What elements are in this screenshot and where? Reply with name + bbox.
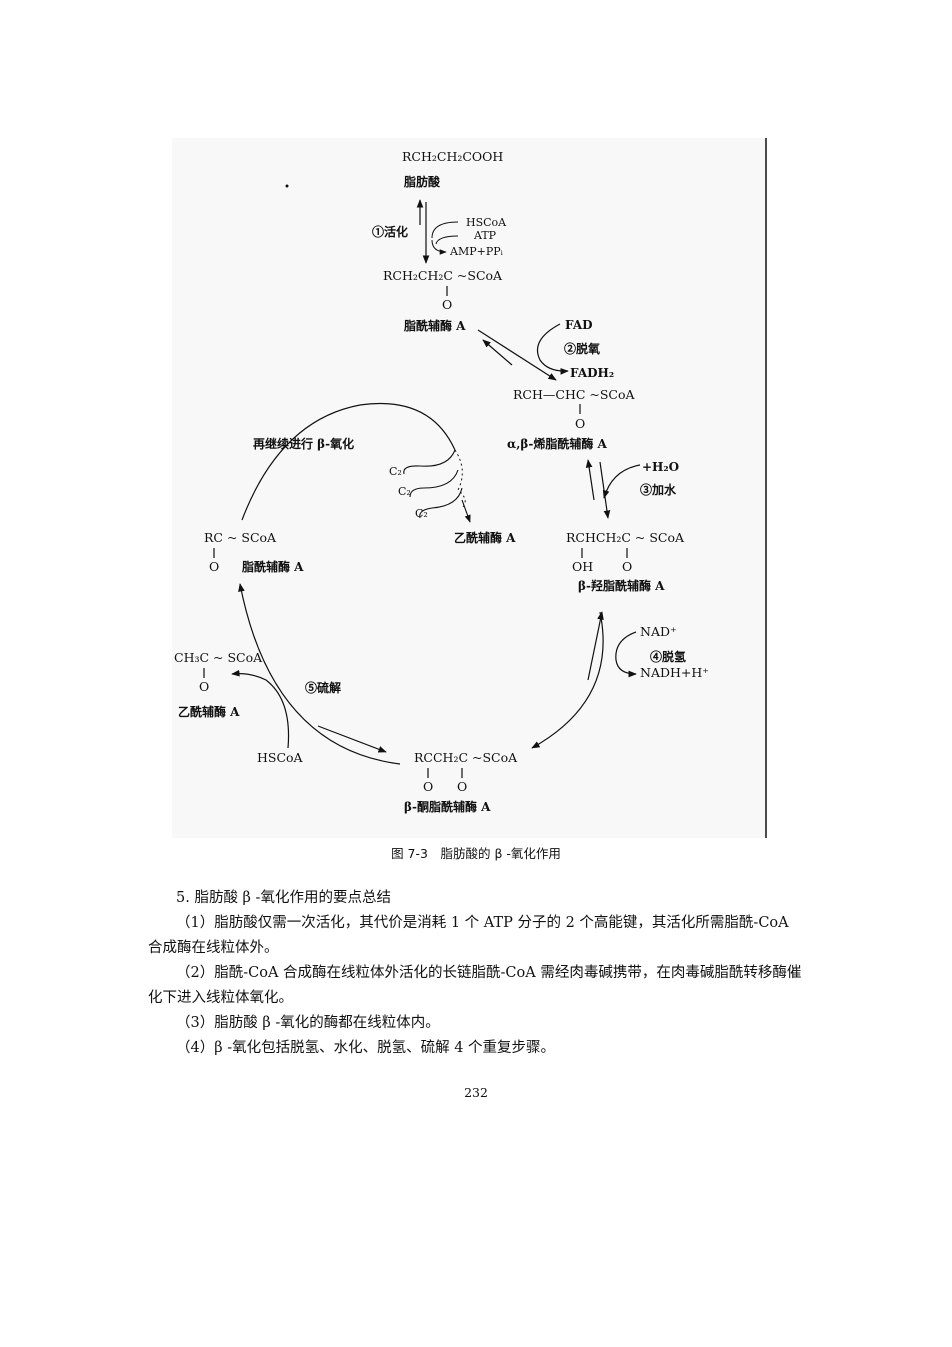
- acyl-coa-formula: RCH₂CH₂C ~SCoA: [383, 268, 503, 283]
- c2-label-2: C₂: [398, 485, 411, 498]
- spiral-loop-3: [419, 487, 463, 519]
- nadh-label: NADH+H⁺: [640, 665, 709, 680]
- spiral-loop-2: [409, 469, 459, 498]
- keto-coa-name: β-酮脂酰辅酶 A: [404, 799, 491, 814]
- acetyl-coa-formula: CH₃C ~ SCoA: [174, 650, 263, 665]
- hscoa-thiolysis-curve: [231, 669, 290, 749]
- acetyl-carbonyl-o: O: [199, 679, 209, 694]
- step5-label: ⑤硫解: [305, 680, 341, 695]
- step2-reverse-arrow: [482, 339, 513, 366]
- page-number: 232: [464, 1085, 488, 1100]
- step4-label: ④脱氢: [650, 649, 686, 664]
- fatty-acid-formula: RCH₂CH₂COOH: [402, 149, 503, 164]
- figure-caption: 图 7-3 脂肪酸的 β -氧化作用: [391, 846, 561, 861]
- c2-label-1: C₂: [389, 465, 402, 478]
- enoyl-carbonyl-o: O: [575, 416, 585, 431]
- nad-curve: [615, 631, 637, 678]
- step1-input-atp: ATP: [473, 229, 497, 242]
- step1-input-hscoa: HSCoA: [466, 216, 507, 229]
- summary-point-4: （4）β -氧化包括脱氢、水化、脱氢、硫解 4 个重复步骤。: [176, 1040, 556, 1056]
- step2-main-arrow: [477, 329, 557, 381]
- spiral-loop-1: [403, 449, 456, 475]
- c2-label-3: C₂: [415, 507, 428, 520]
- beta-oxidation-diagram: RCH₂CH₂COOH 脂肪酸 ①活化 HSCoA ATP AMP+PPᵢ RC…: [172, 138, 767, 838]
- keto-carbonyl-o-1: O: [423, 779, 433, 794]
- acyl-coa-name: 脂酰辅酶 A: [403, 318, 466, 333]
- water-label: +H₂O: [642, 460, 679, 474]
- enoyl-coa-formula: RCH—CHC ~SCoA: [513, 387, 636, 402]
- step2-label: ②脱氧: [564, 341, 600, 356]
- step4-main-arc: [531, 611, 604, 749]
- fadh2-label: FADH₂: [570, 366, 614, 380]
- shortened-carbonyl-o: O: [209, 559, 219, 574]
- thiolysis-main-arc: [238, 583, 401, 765]
- nad-label: NAD⁺: [640, 624, 677, 639]
- shortened-acyl-formula: RC ~ SCoA: [204, 530, 277, 545]
- repeat-label: 再继续进行 β-氧化: [253, 436, 354, 451]
- hydroxy-coa-name: β-羟脂酰辅酶 A: [578, 578, 665, 593]
- summary-point-1: （1）脂肪酸仅需一次活化，其代价是消耗 1 个 ATP 分子的 2 个高能键，其…: [148, 915, 789, 956]
- step3-reverse-arrow: [585, 459, 595, 501]
- step1-label: ①活化: [372, 224, 408, 239]
- atp-input-curve: [435, 235, 459, 245]
- spiral-product-label: 乙酰辅酶 A: [454, 530, 516, 545]
- acyl-carbonyl-o: O: [442, 297, 452, 312]
- fad-label: FAD: [565, 318, 593, 332]
- water-curve: [602, 464, 641, 499]
- summary-point-2: （2）脂酰-CoA 合成酶在线粒体外活化的长链脂酰-CoA 需经肉毒碱携带，在肉…: [148, 965, 802, 1006]
- figure-background: [172, 138, 766, 838]
- fatty-acid-name: 脂肪酸: [403, 174, 441, 189]
- amp-output-curve: [431, 239, 447, 255]
- step4-reverse-arrow: [587, 611, 604, 681]
- keto-coa-formula: RCCH₂C ~SCoA: [414, 750, 518, 765]
- speck-dot: [285, 184, 289, 188]
- summary-point-3: （3）脂肪酸 β -氧化的酶都在线粒体内。: [176, 1015, 440, 1031]
- hydroxy-oh-label: OH: [572, 559, 593, 574]
- hydroxy-carbonyl-o: O: [622, 559, 632, 574]
- thiolysis-reverse-arrow: [317, 725, 387, 753]
- step1-output: AMP+PPᵢ: [449, 245, 504, 258]
- keto-carbonyl-o-2: O: [457, 779, 467, 794]
- fad-curve: [536, 323, 569, 375]
- repeat-arc: [241, 402, 456, 521]
- step3-label: ③加水: [640, 482, 677, 497]
- hydroxy-coa-formula: RCHCH₂C ~ SCoA: [566, 530, 685, 545]
- spiral-exit-arrow: [461, 499, 471, 523]
- enoyl-coa-name: α,β-烯脂酰辅酶 A: [507, 436, 608, 451]
- shortened-acyl-name: 脂酰辅酶 A: [241, 559, 304, 574]
- acetyl-coa-name: 乙酰辅酶 A: [178, 704, 240, 719]
- hscoa-thiolysis-label: HSCoA: [257, 750, 304, 765]
- hscoa-input-curve: [431, 221, 459, 239]
- summary-heading: 5. 脂肪酸 β -氧化作用的要点总结: [176, 890, 391, 906]
